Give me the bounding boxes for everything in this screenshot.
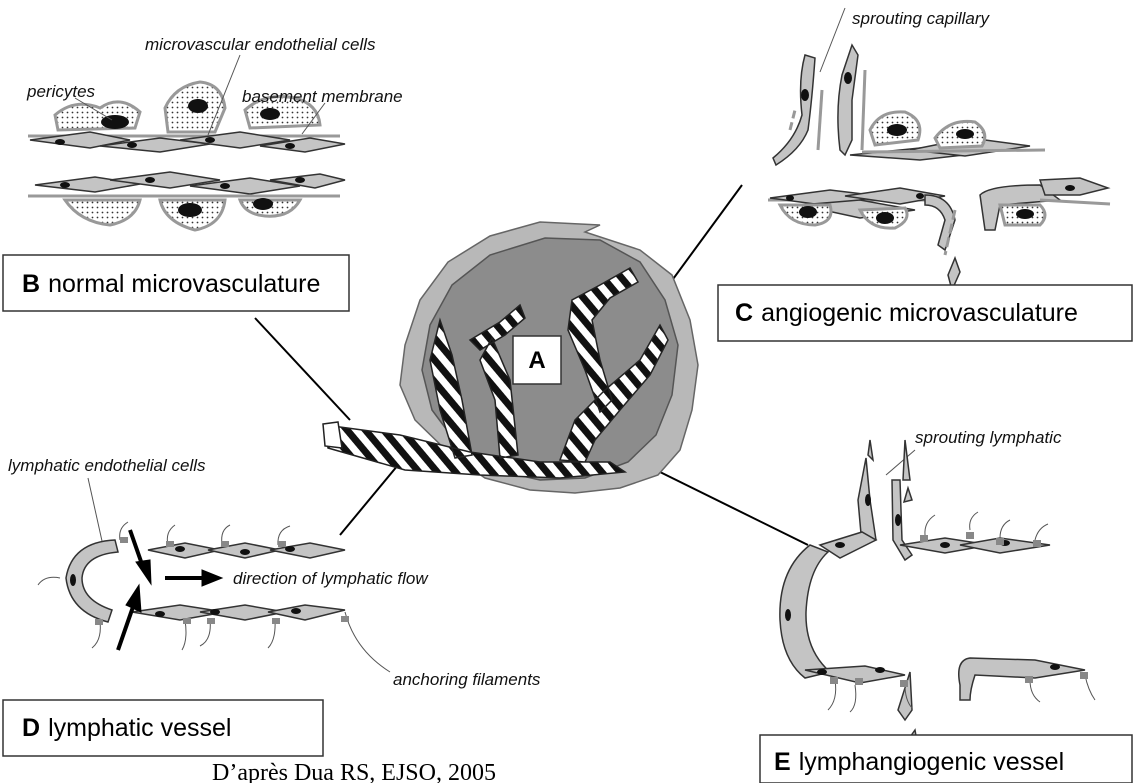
label-anchoring-filaments: anchoring filaments — [393, 670, 541, 689]
label-direction-of-lymphatic-flow: direction of lymphatic flow — [233, 569, 429, 588]
panel-e-title: lymphangiogenic vessel — [799, 748, 1064, 776]
source-credit: D’après Dua RS, EJSO, 2005 — [212, 760, 496, 783]
lower-vessel — [28, 172, 345, 230]
panel-c-title: angiogenic microvasculature — [761, 299, 1078, 327]
panel-b-title: normal microvasculature — [48, 270, 320, 298]
vessel-tip — [323, 422, 342, 448]
panel-b-drawing: microvascular endothelial cells pericyte… — [26, 35, 403, 230]
panel-e-letter: E — [774, 748, 791, 776]
connector-b — [255, 318, 350, 420]
panel-d-drawing: lymphatic endothelial cells — [8, 456, 541, 689]
panel-c-letter: C — [735, 299, 753, 327]
label-pericytes: pericytes — [26, 82, 96, 101]
panel-e-drawing: sprouting lymphatic — [780, 428, 1095, 770]
panel-d-title: lymphatic vessel — [48, 714, 231, 742]
panel-d-letter: D — [22, 714, 40, 742]
label-microvascular-endothelial-cells: microvascular endothelial cells — [145, 35, 376, 54]
connector-e — [660, 472, 808, 545]
panel-c-drawing: sprouting capillary — [768, 8, 1110, 290]
panel-b-letter: B — [22, 270, 40, 298]
label-lymphatic-endothelial-cells: lymphatic endothelial cells — [8, 456, 206, 475]
label-basement-membrane: basement membrane — [242, 87, 403, 106]
center-label: A — [528, 347, 545, 374]
label-sprouting-capillary: sprouting capillary — [852, 9, 991, 28]
connector-d — [340, 465, 398, 535]
label-sprouting-lymphatic: sprouting lymphatic — [915, 428, 1062, 447]
tumor: A — [323, 222, 698, 493]
